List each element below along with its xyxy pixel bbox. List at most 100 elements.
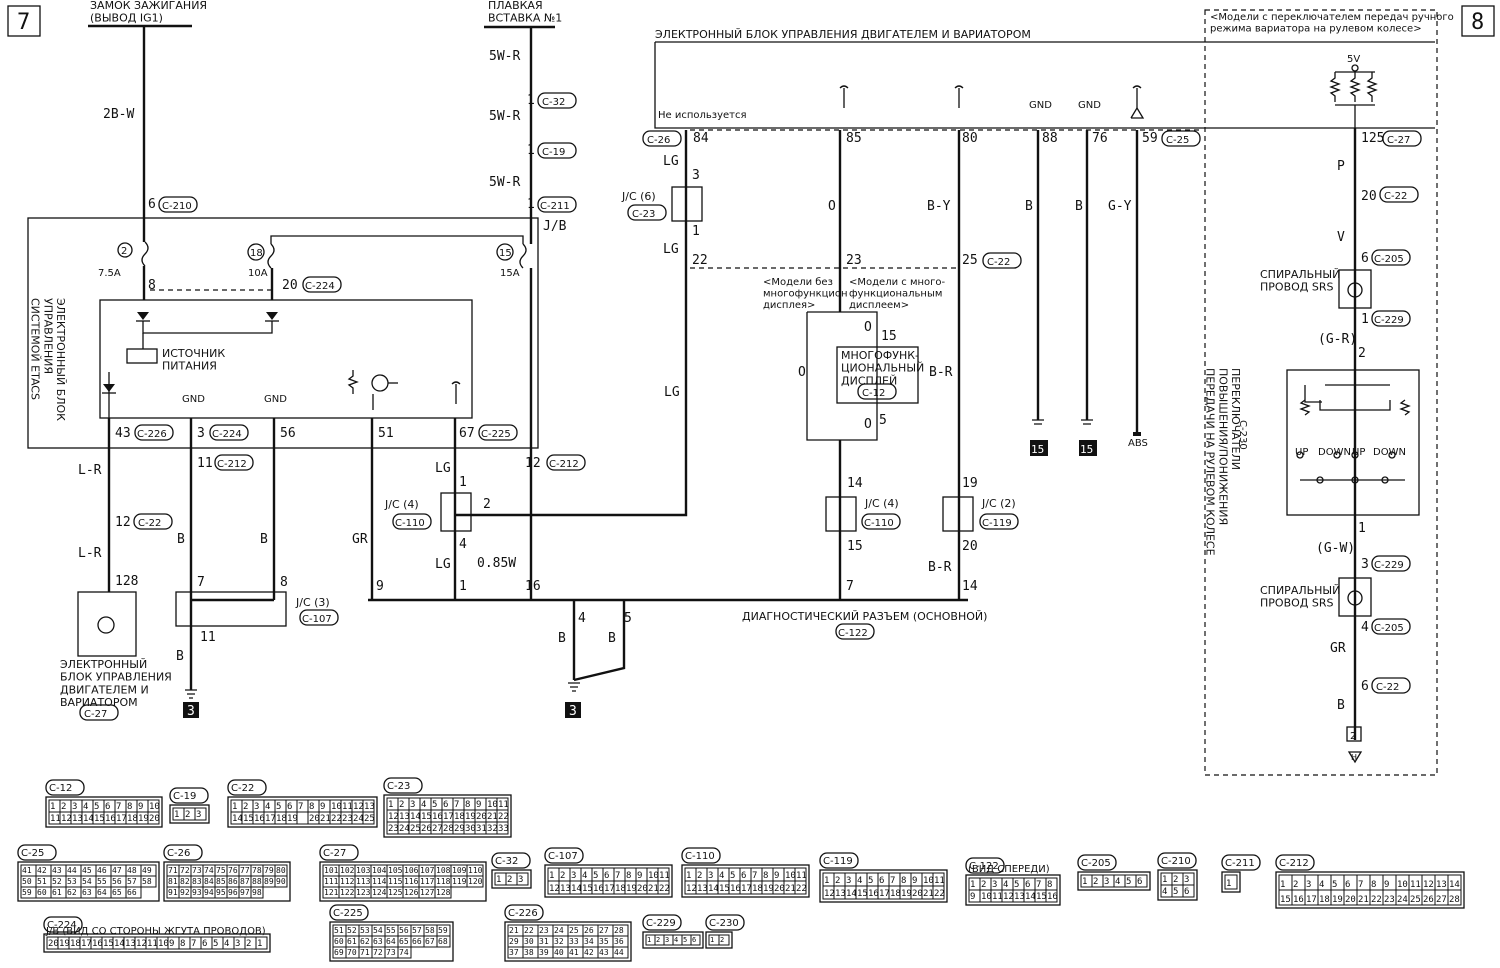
legend-pin: 26: [421, 824, 432, 834]
legend-tag: C-211: [1225, 858, 1255, 869]
display-bracket: [806, 311, 878, 441]
svg-text:O: O: [828, 199, 836, 214]
svg-text:6: 6: [1361, 679, 1369, 694]
legend-pin: 6: [604, 871, 609, 881]
svg-text:B: B: [260, 532, 268, 547]
jc2-box: [942, 496, 974, 532]
svg-text:4: 4: [1361, 620, 1369, 635]
legend-pin: 17: [1306, 895, 1317, 905]
legend-tag: C-226: [508, 908, 538, 919]
svg-text:9: 9: [376, 579, 384, 594]
legend-pin: 24: [1397, 895, 1408, 905]
legend-pin: 18: [615, 884, 626, 894]
legend-pin: 11: [659, 871, 670, 881]
legend-pin: 10: [648, 871, 659, 881]
legend-pin: 76: [228, 866, 238, 875]
legend-pin: 6: [741, 871, 746, 881]
ecu-bottom-box: [77, 591, 137, 657]
ground-3-mid: 3: [569, 704, 577, 719]
legend-pin: 57: [412, 926, 422, 935]
legend-pin: 5: [1332, 880, 1337, 890]
svg-text:6: 6: [1361, 251, 1369, 266]
legend-pin: 12: [549, 884, 560, 894]
svg-text:C-212: C-212: [217, 459, 247, 470]
paddle-switch-internals: [1296, 384, 1411, 484]
legend-pin: 3: [665, 936, 669, 944]
svg-text:128: 128: [115, 574, 138, 589]
legend-pin: 16: [432, 812, 443, 822]
svg-text:B: B: [558, 631, 566, 646]
svg-text:0.85W: 0.85W: [477, 556, 516, 571]
legend-pin: 33: [498, 824, 509, 834]
svg-text:84: 84: [693, 131, 709, 146]
svg-text:C-122: C-122: [838, 628, 868, 639]
legend-pin: 11: [934, 876, 945, 886]
fuse-2: 2 7.5A: [98, 241, 149, 279]
svg-text:O: O: [864, 320, 872, 335]
spiral-box-bottom: [1338, 577, 1372, 617]
legend-pin: 22: [498, 812, 509, 822]
legend-pin: 28: [443, 824, 454, 834]
svg-text:12: 12: [525, 456, 541, 471]
legend-pin: 2: [507, 875, 512, 885]
legend-pin: 118: [436, 877, 451, 886]
legend-pin: 10: [923, 876, 934, 886]
legend-pin: 66: [412, 937, 422, 946]
legend-pin: 31: [476, 824, 487, 834]
legend-pin: 54: [373, 926, 383, 935]
legend-pin: 41: [569, 948, 579, 957]
ecu-internal-symbols: GND GND 5V: [839, 54, 1378, 128]
svg-text:C-210: C-210: [162, 201, 192, 212]
svg-text:B: B: [608, 631, 616, 646]
svg-text:P: P: [1337, 159, 1345, 174]
legend-pin: 6: [1184, 887, 1189, 897]
svg-text:B: B: [1025, 199, 1033, 214]
svg-text:LG: LG: [435, 461, 451, 476]
svg-text:C-230: C-230: [1237, 420, 1248, 450]
legend-pin: 34: [584, 937, 594, 946]
legend-pin: 25: [364, 814, 375, 824]
legend-pin: 7: [116, 802, 121, 812]
legend-pin: 3: [708, 871, 713, 881]
legend-pin: 46: [97, 866, 107, 875]
svg-text:C-12: C-12: [862, 388, 885, 399]
etacs-title: ЭЛЕКТРОННЫЙ БЛОКУПРАВЛЕНИЯСИСТЕМОЙ ETACS: [29, 298, 67, 421]
gnd-label-3: GND: [182, 394, 205, 405]
legend-pin: 60: [334, 937, 344, 946]
legend-pin: 26: [1423, 895, 1434, 905]
legend-pin: 71: [168, 866, 178, 875]
jc4-left-box: [440, 492, 472, 532]
legend-pin: 106: [404, 866, 419, 875]
paddle-switch-label: ПЕРЕКЛЮЧАТЕЛИПОВЫШЕНИЯ/ПОНИЖЕНИЯПЕРЕДАЧИ…: [1204, 368, 1242, 556]
legend-pin: 22: [796, 884, 807, 894]
legend-pin: 36: [614, 937, 624, 946]
legend-pin: 37: [509, 948, 519, 957]
legend-pin: 15: [719, 884, 730, 894]
legend-tag: C-225: [333, 908, 363, 919]
legend-pin: 63: [82, 888, 92, 897]
legend-pin: 70: [347, 948, 357, 957]
legend-pin: 92: [180, 888, 190, 897]
legend-tag: C-19: [173, 791, 196, 802]
legend-pin: 10: [1397, 880, 1408, 890]
svg-text:11: 11: [197, 456, 213, 471]
legend-pin: 114: [372, 877, 387, 886]
legend-pin: 4: [265, 802, 270, 812]
legend-pin: 62: [360, 937, 370, 946]
legend-pin: 79: [264, 866, 274, 875]
svg-text:8: 8: [148, 278, 156, 293]
legend-pin: 91: [168, 888, 178, 897]
legend-pin: 24: [399, 824, 410, 834]
legend-pin: 3: [410, 800, 415, 810]
legend-pin: 104: [372, 866, 387, 875]
svg-text:C-229: C-229: [1374, 560, 1404, 571]
legend-pin: 40: [554, 948, 564, 957]
jc4-right-label: J/C (4): [864, 497, 899, 510]
legend-pin: 73: [386, 948, 396, 957]
page-marker-left: 7: [17, 10, 30, 35]
